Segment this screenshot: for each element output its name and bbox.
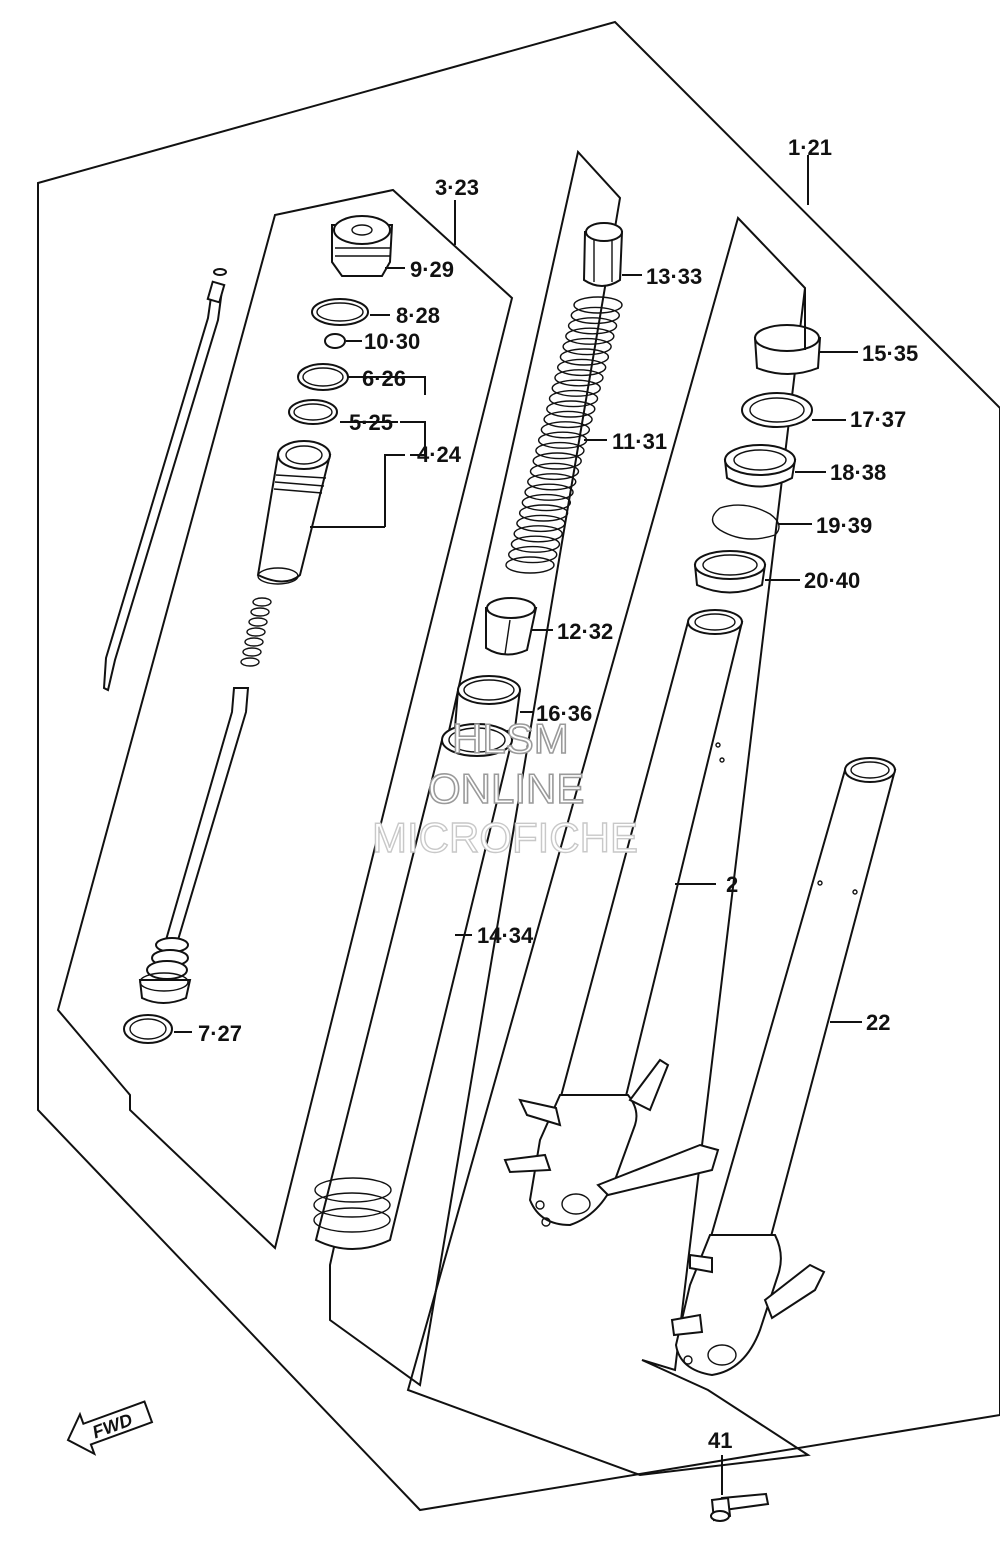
spring-coil bbox=[521, 493, 572, 512]
spring-coil bbox=[513, 525, 563, 543]
label-6-26: 6·26 bbox=[362, 366, 406, 391]
spring-coil bbox=[527, 473, 577, 491]
spring-coil bbox=[562, 337, 612, 356]
label-41: 41 bbox=[708, 1428, 732, 1453]
piston-assembly bbox=[138, 937, 192, 1004]
label-7-27: 7·27 bbox=[198, 1021, 242, 1046]
spring-coil bbox=[543, 410, 593, 429]
spring-coil bbox=[540, 421, 591, 439]
fork-cap-bolt bbox=[331, 215, 394, 277]
rod-cap-ring bbox=[213, 268, 227, 276]
spring-coil bbox=[554, 369, 604, 387]
spring-coil bbox=[573, 296, 623, 314]
outer-tube-group-frame bbox=[406, 216, 811, 1477]
label-2: 2 bbox=[726, 872, 738, 897]
label-16-36: 16·36 bbox=[536, 701, 592, 726]
label-18-38: 18·38 bbox=[830, 460, 886, 485]
watermark-line-1: HLSM bbox=[452, 715, 569, 762]
adjuster-rod bbox=[102, 289, 224, 692]
spring-collar bbox=[582, 222, 624, 287]
spring-spacer bbox=[485, 597, 538, 656]
leader-lines bbox=[174, 155, 862, 1495]
spring-coil bbox=[565, 327, 615, 345]
label-17-37: 17·37 bbox=[850, 407, 906, 432]
oil-seal bbox=[723, 444, 797, 488]
spring-coil bbox=[559, 348, 610, 366]
spring-coil bbox=[551, 379, 601, 397]
stopper-ring bbox=[741, 392, 813, 428]
spring-coil bbox=[516, 514, 566, 533]
label-3-23: 3·23 bbox=[435, 175, 479, 200]
spring-coil bbox=[532, 452, 582, 470]
label-22: 22 bbox=[866, 1010, 890, 1035]
watermark-line-3: MICROFICHE bbox=[372, 814, 638, 861]
spring-coil bbox=[508, 545, 558, 564]
fork-main-spring bbox=[505, 296, 623, 574]
label-15-35: 15·35 bbox=[862, 341, 918, 366]
label-8-28: 8·28 bbox=[396, 303, 440, 328]
fwd-arrow-icon: FWD bbox=[66, 1400, 154, 1456]
rebound-spring bbox=[240, 597, 272, 667]
inner-tube bbox=[313, 723, 514, 1250]
spring-coil bbox=[505, 556, 555, 574]
watermark-line-2: ONLINE bbox=[428, 765, 584, 812]
label-1-21: 1·21 bbox=[788, 135, 832, 160]
spring-coil bbox=[518, 504, 569, 522]
label-5-25: 5·25 bbox=[349, 410, 393, 435]
spring-coil bbox=[570, 306, 620, 325]
outer-tube-right bbox=[670, 757, 897, 1377]
cartridge-group-frame bbox=[56, 188, 514, 1250]
retaining-clip bbox=[711, 504, 780, 540]
damper-cylinder bbox=[256, 440, 332, 585]
spring-coil bbox=[567, 317, 618, 335]
label-13-33: 13·33 bbox=[646, 264, 702, 289]
spring-coil bbox=[529, 462, 580, 481]
label-10-30: 10·30 bbox=[364, 329, 420, 354]
spring-coil bbox=[556, 358, 607, 377]
label-11-31: 11·31 bbox=[612, 429, 667, 454]
label-4-24: 4·24 bbox=[417, 442, 462, 467]
outer-tube-left bbox=[503, 609, 744, 1227]
label-19-39: 19·39 bbox=[816, 513, 872, 538]
dust-seal bbox=[753, 324, 822, 375]
oil-seal-spacer bbox=[693, 550, 767, 594]
label-20-40: 20·40 bbox=[804, 568, 860, 593]
label-14-34: 14·34 bbox=[477, 923, 534, 948]
inner-tube-group-frame bbox=[329, 149, 622, 1387]
spring-coil bbox=[548, 389, 599, 408]
spring-coil bbox=[535, 441, 585, 460]
label-12-32: 12·32 bbox=[557, 619, 613, 644]
watermark: HLSM ONLINE MICROFICHE bbox=[371, 714, 638, 862]
spring-coil bbox=[546, 400, 596, 418]
spring-coil bbox=[524, 483, 574, 501]
axle-bolt bbox=[710, 1492, 770, 1522]
lock-nut bbox=[324, 333, 346, 349]
piston-rod bbox=[164, 687, 250, 941]
outer-frame bbox=[37, 20, 1000, 1512]
label-9-29: 9·29 bbox=[410, 257, 454, 282]
spring-coil bbox=[510, 535, 561, 553]
